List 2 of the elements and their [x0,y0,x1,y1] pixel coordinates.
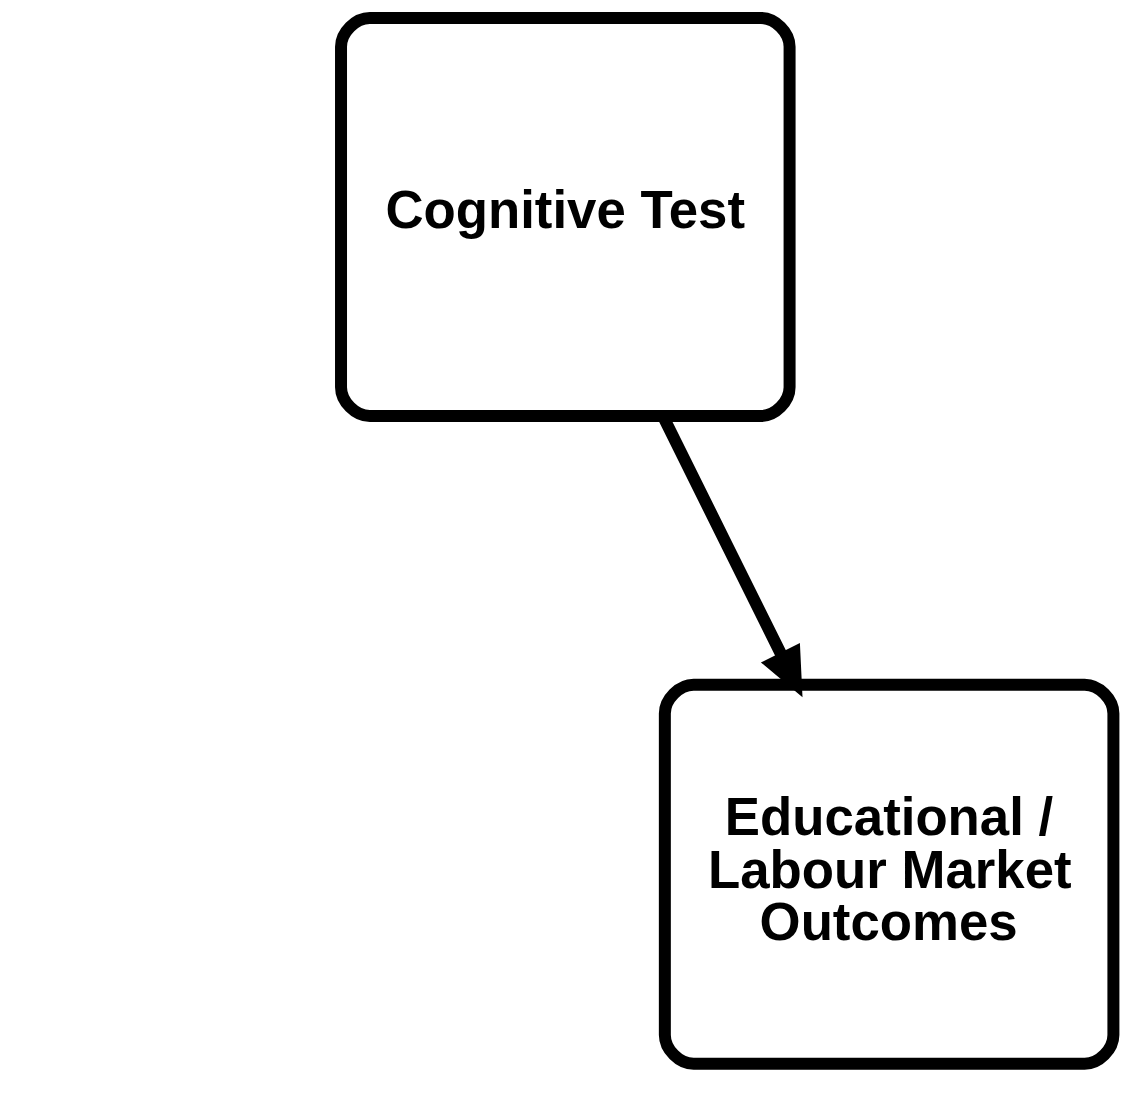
node-box: Cognitive Test [335,11,796,423]
node-box: Educational / Labour Market Outcomes [658,678,1120,1070]
